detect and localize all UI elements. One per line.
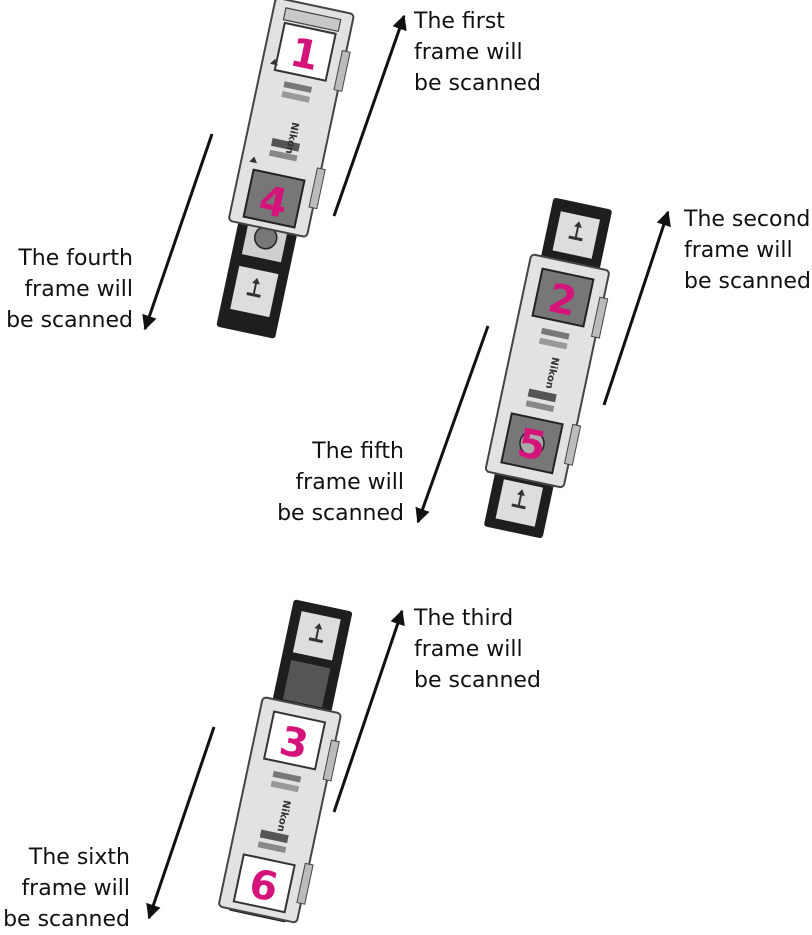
scan-direction-arrow-down: [142, 133, 214, 331]
caption-line: frame will: [21, 876, 130, 901]
caption-first-frame: The first frame will be scanned: [414, 6, 541, 99]
caption-line: be scanned: [414, 71, 541, 96]
scan-direction-arrow-down: [415, 325, 490, 524]
caption-line: The first: [414, 9, 505, 34]
balloon-icon: [519, 430, 545, 457]
scan-direction-arrow-up: [602, 210, 671, 406]
scan-direction-arrow-down: [146, 726, 216, 920]
caption-line: be scanned: [414, 668, 541, 693]
caption-line: be scanned: [684, 269, 811, 294]
caption-fourth-frame: The fourth frame will be scanned: [6, 243, 133, 336]
film-strip-holder-unit-2: Nikon 2 5: [484, 197, 612, 539]
caption-third-frame: The third frame will be scanned: [414, 603, 541, 696]
caption-second-frame: The second frame will be scanned: [684, 204, 811, 297]
caption-line: be scanned: [6, 308, 133, 333]
caption-line: The fourth: [18, 246, 133, 271]
figure-icon: [511, 489, 526, 510]
scan-direction-arrow-up: [332, 14, 407, 217]
caption-fifth-frame: The fifth frame will be scanned: [277, 436, 404, 529]
caption-line: The fifth: [312, 439, 404, 464]
caption-line: The sixth: [28, 845, 130, 870]
caption-line: The second: [684, 207, 811, 232]
caption-line: frame will: [414, 40, 523, 65]
film-strip-holder-unit-1: Nikon 1 4: [216, 0, 355, 339]
film-strip-holder-unit-3: Nikon 3 6: [218, 599, 353, 924]
scan-direction-arrow-up: [332, 609, 405, 813]
caption-line: be scanned: [277, 501, 404, 526]
caption-line: frame will: [414, 637, 523, 662]
caption-line: frame will: [24, 277, 133, 302]
caption-line: frame will: [295, 470, 404, 495]
caption-line: be scanned: [3, 907, 130, 932]
caption-line: frame will: [684, 238, 793, 263]
caption-line: The third: [414, 606, 514, 631]
figure-icon: [568, 221, 583, 242]
figure-icon: [246, 277, 261, 298]
figure-icon: [308, 623, 324, 644]
film-frame: [282, 660, 331, 708]
caption-sixth-frame: The sixth frame will be scanned: [3, 842, 130, 935]
